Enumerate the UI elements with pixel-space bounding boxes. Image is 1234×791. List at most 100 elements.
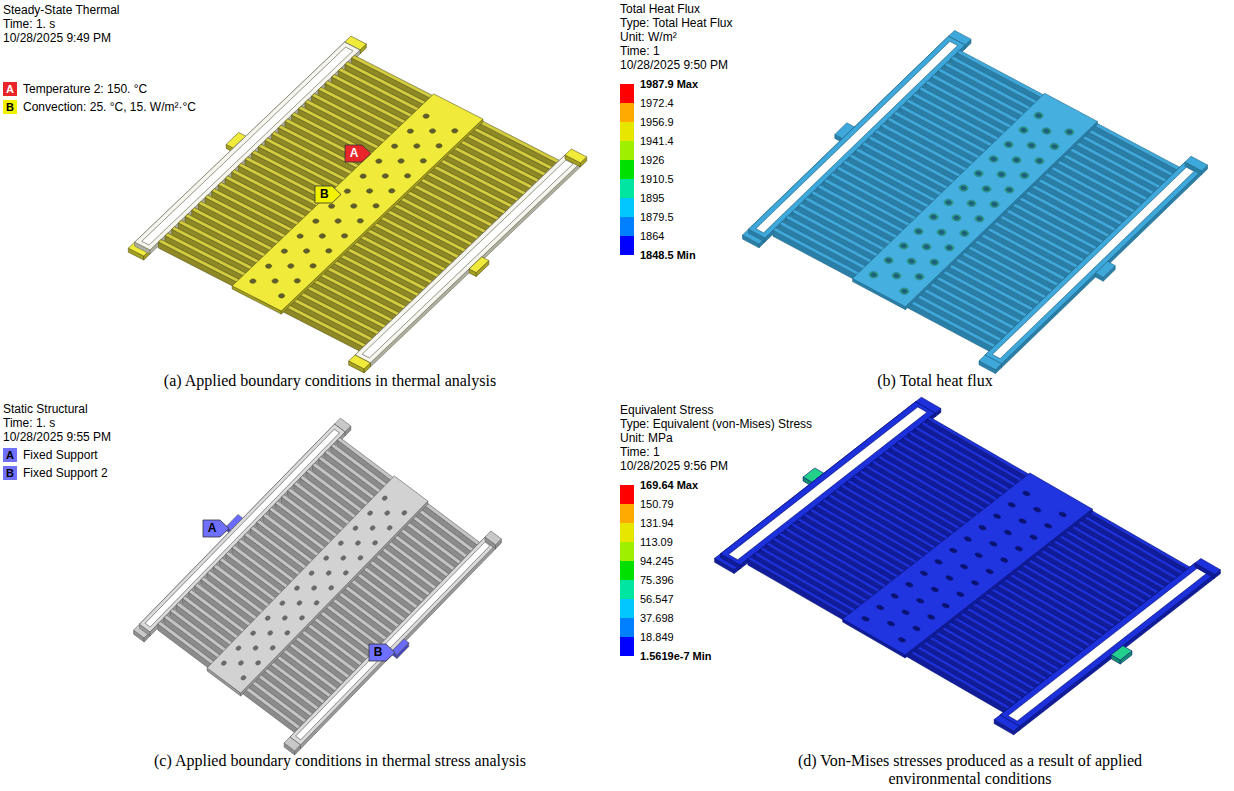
mounting-hole [382, 174, 388, 178]
mounting-hole [335, 219, 341, 223]
mounting-hole [1028, 143, 1034, 147]
colorbar-value: 1848.5 Min [640, 249, 696, 261]
mounting-hole [268, 631, 273, 635]
rail-frame [355, 155, 580, 363]
panel-header: Time: 1 [620, 44, 660, 58]
colorbar-value: 1864 [640, 230, 664, 242]
mounting-hole [901, 289, 907, 293]
legend-swatch: A [3, 82, 17, 96]
mounting-hole [1023, 491, 1030, 495]
colorbar-value: 1972.4 [640, 97, 674, 109]
colorbar-value: 94.245 [640, 555, 674, 567]
figure-caption: (a) Applied boundary conditions in therm… [164, 372, 496, 389]
colorbar-value: 1879.5 [640, 210, 674, 224]
mounting-hole [360, 174, 366, 178]
colorbar-band [620, 542, 634, 561]
colorbar-band [620, 179, 634, 198]
mounting-hole [429, 129, 435, 133]
mounting-hole [373, 541, 378, 545]
heat-sink-model [743, 30, 1208, 373]
mounting-hole [319, 234, 325, 238]
mounting-hole [960, 186, 966, 190]
colorbar-band [620, 561, 634, 580]
hole-ring [989, 156, 998, 162]
mounting-hole [236, 646, 241, 650]
mounting-hole [1005, 142, 1011, 146]
hole-ring [922, 244, 931, 250]
mounting-hole [295, 586, 300, 590]
mounting-hole [1051, 144, 1057, 148]
boundary-legend-row: AFixed Support [3, 448, 98, 462]
mounting-hole [324, 556, 329, 560]
flag-outline [203, 520, 229, 537]
end-tab [1185, 156, 1208, 171]
mounting-hole [975, 171, 981, 175]
end-tab [485, 531, 501, 545]
mounting-hole [281, 249, 287, 253]
colorbar-value: 18.849 [640, 630, 674, 644]
mounting-hole [351, 204, 357, 208]
mounting-hole [1035, 113, 1041, 117]
mounting-hole [300, 616, 305, 620]
hole-ring [1035, 158, 1044, 164]
mounting-hole [297, 234, 303, 238]
mounting-hole [1021, 173, 1027, 177]
panel-header: Time: 1 [620, 44, 660, 58]
colorbar-value: 150.79 [640, 497, 674, 511]
mounting-hole [961, 564, 968, 568]
hole-ring [975, 216, 984, 222]
hole-ring [1065, 129, 1074, 135]
end-tab [979, 355, 1002, 370]
hole-ring [930, 259, 939, 265]
colorbar-value: 1972.4 [640, 96, 674, 110]
mounting-hole [1030, 535, 1037, 539]
mounting-hole [1013, 158, 1019, 162]
callout-flag: B [369, 644, 395, 661]
panel-header: Time: 1. s [3, 416, 55, 430]
rail-opening [1008, 568, 1206, 721]
mounting-hole [385, 511, 390, 515]
mounting-hole [920, 571, 927, 575]
hole-ring [982, 186, 991, 192]
base-plate [853, 93, 1098, 306]
mounting-hole [946, 576, 953, 580]
colorbar-value: 1956.9 [640, 115, 674, 129]
colorbar-value: 75.396 [640, 573, 674, 587]
mounting-hole [297, 601, 302, 605]
mounting-hole [885, 258, 891, 262]
mounting-hole [338, 541, 343, 545]
mounting-hole [343, 571, 348, 575]
mounting-hole [991, 202, 997, 206]
panel-header: 10/28/2025 9:56 PM [620, 459, 728, 473]
mounting-hole [272, 279, 278, 283]
mounting-hole [329, 586, 334, 590]
colorbar-value: 1.5619e-7 Min [640, 650, 712, 662]
hole-ring [1004, 141, 1013, 147]
mounting-hole [407, 129, 413, 133]
mounting-hole [961, 231, 967, 235]
panel-header: Unit: MPa [620, 431, 673, 445]
mounting-hole [398, 159, 404, 163]
colorbar-value: 1.5619e-7 Min [640, 649, 712, 663]
mounting-hole [241, 676, 246, 680]
legend-label: Fixed Support [23, 448, 98, 462]
figure-caption: (c) Applied boundary conditions in therm… [145, 752, 535, 770]
colorbar-value: 1848.5 Min [640, 248, 696, 262]
rail-frame [985, 162, 1202, 364]
panel-header: Equivalent Stress [620, 403, 713, 417]
mounting-hole [402, 511, 407, 515]
mounting-hole [931, 260, 937, 264]
colorbar-value: 131.94 [640, 516, 674, 530]
mounting-hole [953, 216, 959, 220]
hole-ring [945, 245, 954, 251]
mounting-hole [862, 617, 869, 621]
flag-letter: A [350, 146, 359, 160]
mounting-hole [1043, 129, 1049, 133]
panel-header: Static Structural [3, 402, 88, 416]
callout-flag: A [345, 145, 371, 162]
colorbar-value: 131.94 [640, 517, 674, 529]
legend-swatch: B [3, 466, 17, 480]
mounting-hole [280, 601, 285, 605]
mounting-hole [931, 587, 938, 591]
panel-header: Type: Equivalent (von-Mises) Stress [620, 417, 812, 431]
